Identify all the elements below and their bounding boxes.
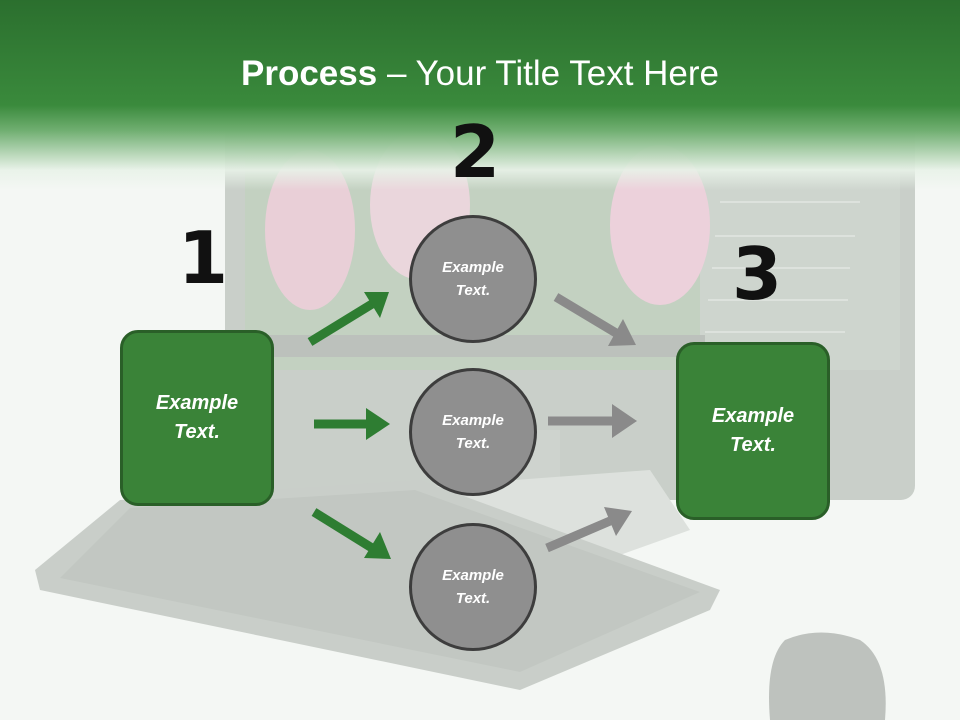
circle-top-text: Example Text. bbox=[442, 259, 504, 299]
step-circle-top[interactable]: Example Text. bbox=[409, 215, 537, 343]
title-rest: – Your Title Text Here bbox=[377, 54, 719, 93]
circle-bottom-text: Example Text. bbox=[442, 567, 504, 607]
circle-middle-text: Example Text. bbox=[442, 412, 504, 452]
mouse bbox=[769, 632, 886, 720]
end-box[interactable]: Example Text. bbox=[676, 342, 830, 520]
slide-title: Process – Your Title Text Here bbox=[0, 52, 960, 96]
start-box[interactable]: Example Text. bbox=[120, 330, 274, 506]
step-number-1: 1 bbox=[178, 216, 229, 300]
title-banner bbox=[0, 0, 960, 190]
step-number-3: 3 bbox=[732, 232, 783, 316]
end-box-text: Example Text. bbox=[711, 405, 795, 456]
step-number-2: 2 bbox=[450, 110, 501, 194]
step-circle-bottom[interactable]: Example Text. bbox=[409, 523, 537, 651]
start-box-text: Example Text. bbox=[155, 392, 239, 443]
title-bold: Process bbox=[241, 54, 378, 93]
step-circle-middle[interactable]: Example Text. bbox=[409, 368, 537, 496]
